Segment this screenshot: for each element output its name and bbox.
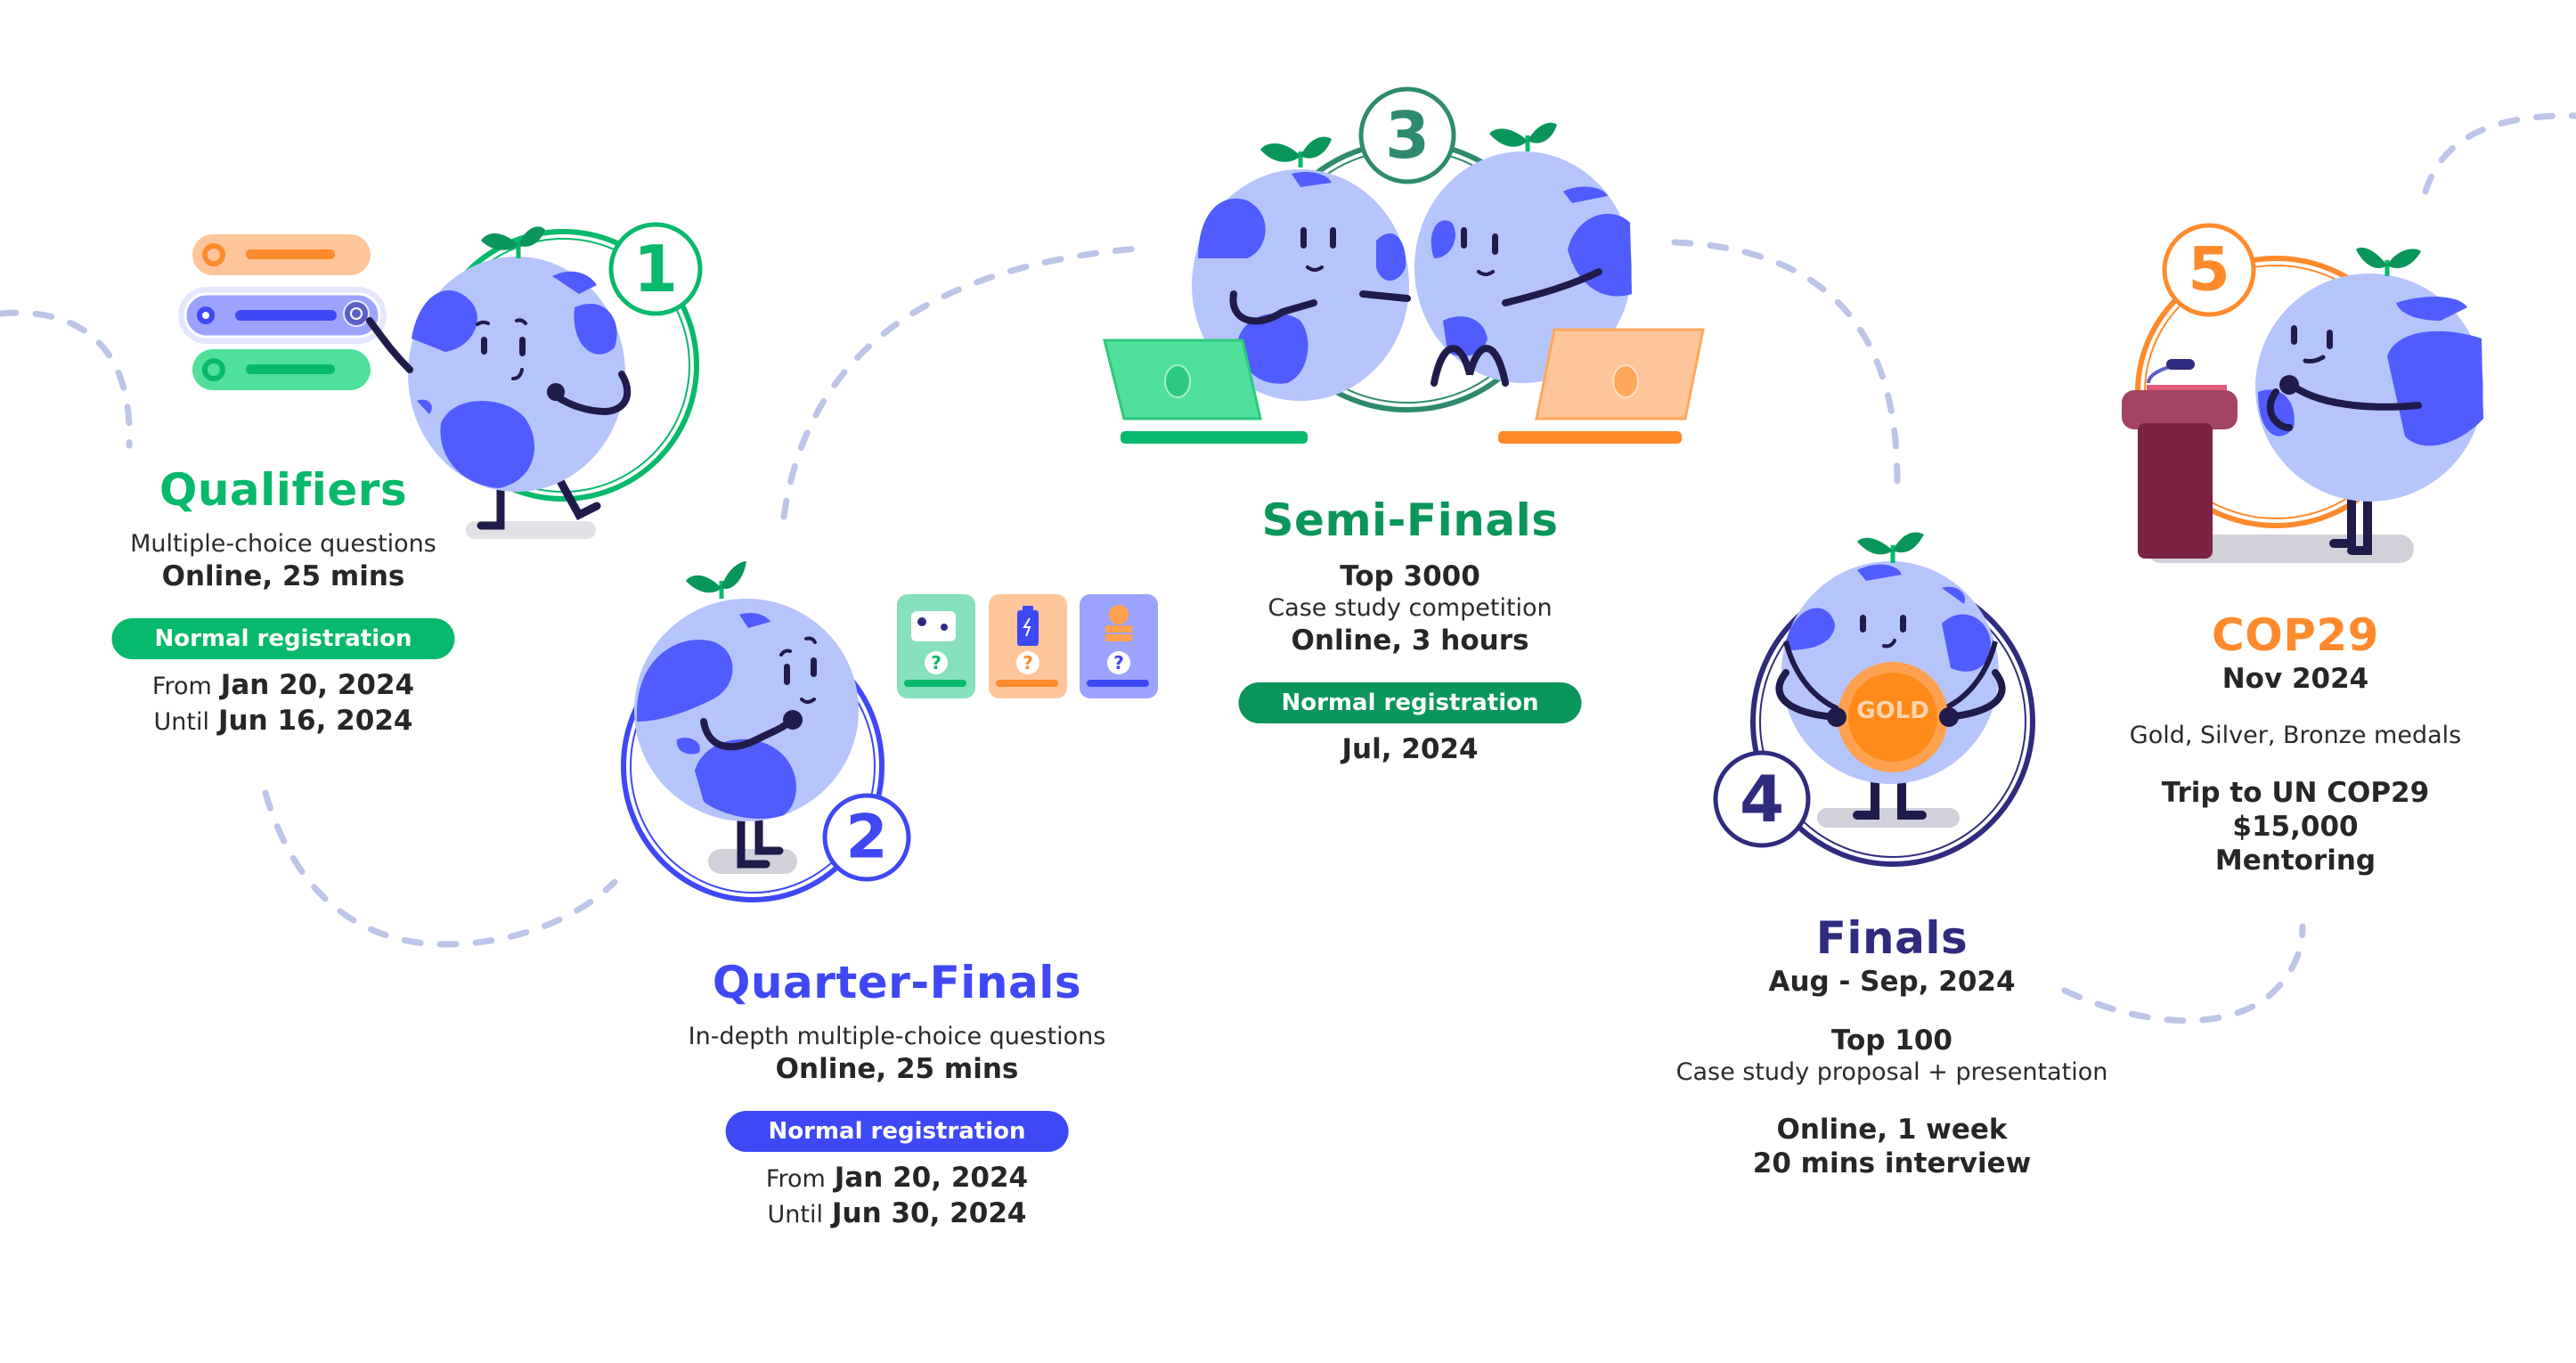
- stage-number-badge-4: [1713, 750, 1811, 848]
- prize-line-1: Trip to UN COP29: [2161, 777, 2430, 809]
- prize-line-2: $15,000: [2232, 811, 2359, 843]
- path-segment-4-5: [2061, 923, 2306, 1024]
- registration-badge[interactable]: Normal registration: [111, 618, 455, 659]
- registration-from: From Jan 20, 2024: [111, 668, 454, 704]
- stage-number-badge-3: [1358, 86, 1456, 184]
- medal-label: GOLD: [1856, 698, 1929, 724]
- path-segment-start: [0, 309, 133, 449]
- stage-description: Case study proposal + presentation: [1675, 1058, 2108, 1086]
- from-date: Jan 20, 2024: [220, 669, 415, 701]
- stage-format: Online, 3 hours: [1291, 624, 1529, 657]
- stage-date: Aug - Sep, 2024: [1768, 966, 2016, 998]
- path-segment-1-2: [262, 789, 618, 948]
- question-card-cow[interactable]: [897, 594, 975, 698]
- stage-quarter-finals: Quarter-Finals In-depth multiple-choice …: [689, 956, 1106, 1232]
- stage-date: Jul, 2024: [1341, 733, 1479, 765]
- from-label: From: [765, 1165, 826, 1193]
- stage-format: Online, 25 mins: [775, 1053, 1019, 1085]
- stage-date: Nov 2024: [2221, 663, 2369, 695]
- stage-awards: Gold, Silver, Bronze medals: [2129, 722, 2462, 749]
- answer-options: [178, 234, 387, 390]
- stage-title: Quarter-Finals: [712, 957, 1082, 1008]
- stage-title: COP29: [2212, 609, 2379, 661]
- podium-icon: [2122, 359, 2238, 559]
- stage-finals: Finals Aug - Sep, 2024 Top 100 Case stud…: [1676, 911, 2108, 1180]
- stage-description: Multiple-choice questions: [130, 530, 436, 558]
- from-date: Jan 20, 2024: [834, 1162, 1029, 1194]
- registration-badge[interactable]: Normal registration: [725, 1111, 1069, 1152]
- path-segment-end: [2422, 112, 2576, 195]
- until-label: Until: [153, 708, 210, 736]
- until-date: Jun 30, 2024: [832, 1197, 1027, 1229]
- stage-number-badge-5: [2162, 223, 2256, 317]
- until-label: Until: [767, 1201, 823, 1228]
- stage-participants: Top 100: [1830, 1024, 1953, 1057]
- card-question-mark-3: ?: [1113, 652, 1124, 673]
- from-label: From: [151, 673, 212, 700]
- question-card-coins[interactable]: [1080, 594, 1158, 698]
- stage-number-badge-2: [822, 793, 911, 882]
- stage-number-2: 2: [845, 802, 888, 873]
- registration-from: From Jan 20, 2024: [689, 1161, 1106, 1196]
- laptop-orange: [1498, 328, 1705, 444]
- stage-number-1: 1: [632, 232, 679, 306]
- card-question-mark-2: ?: [1023, 652, 1033, 673]
- stage-number-3: 3: [1384, 98, 1431, 173]
- globe-character-left: [1192, 169, 1409, 401]
- stage-description: In-depth multiple-choice questions: [688, 1023, 1106, 1050]
- question-card-battery[interactable]: [989, 594, 1067, 698]
- globe-character: [408, 257, 625, 492]
- stage-format-line-2: 20 mins interview: [1752, 1147, 2032, 1179]
- stage-title: Finals: [1815, 912, 1969, 964]
- path-segment-3-4: [1671, 239, 1901, 485]
- stage-format: Online, 25 mins: [161, 560, 405, 592]
- stage-number-5: 5: [2188, 234, 2230, 306]
- globe-character: [2255, 273, 2483, 502]
- stage-semi-finals: Semi-Finals Top 3000 Case study competit…: [1238, 494, 1582, 766]
- stage-qualifiers: Qualifiers Multiple-choice questions Onl…: [111, 463, 455, 739]
- stage-number-badge-1: [608, 222, 703, 316]
- stage-title: Semi-Finals: [1261, 494, 1559, 546]
- stage-cop29: COP29 Nov 2024 Gold, Silver, Bronze meda…: [2130, 608, 2461, 877]
- stage-description: Case study competition: [1268, 594, 1553, 622]
- until-date: Jun 16, 2024: [218, 705, 413, 737]
- prize-line-3: Mentoring: [2214, 845, 2376, 877]
- laptop-green: [1103, 339, 1308, 444]
- path-segment-2-3: [780, 244, 1153, 520]
- globe-character: [634, 599, 859, 821]
- stage-title: Qualifiers: [159, 464, 408, 516]
- stage-participants: Top 3000: [1340, 560, 1480, 592]
- stage-number-4: 4: [1739, 762, 1785, 837]
- registration-until: Until Jun 30, 2024: [689, 1196, 1106, 1232]
- stage-format-line-1: Online, 1 week: [1776, 1114, 2008, 1146]
- registration-badge[interactable]: Normal registration: [1238, 682, 1582, 723]
- card-question-mark-1: ?: [931, 652, 942, 673]
- registration-until: Until Jun 16, 2024: [111, 704, 454, 739]
